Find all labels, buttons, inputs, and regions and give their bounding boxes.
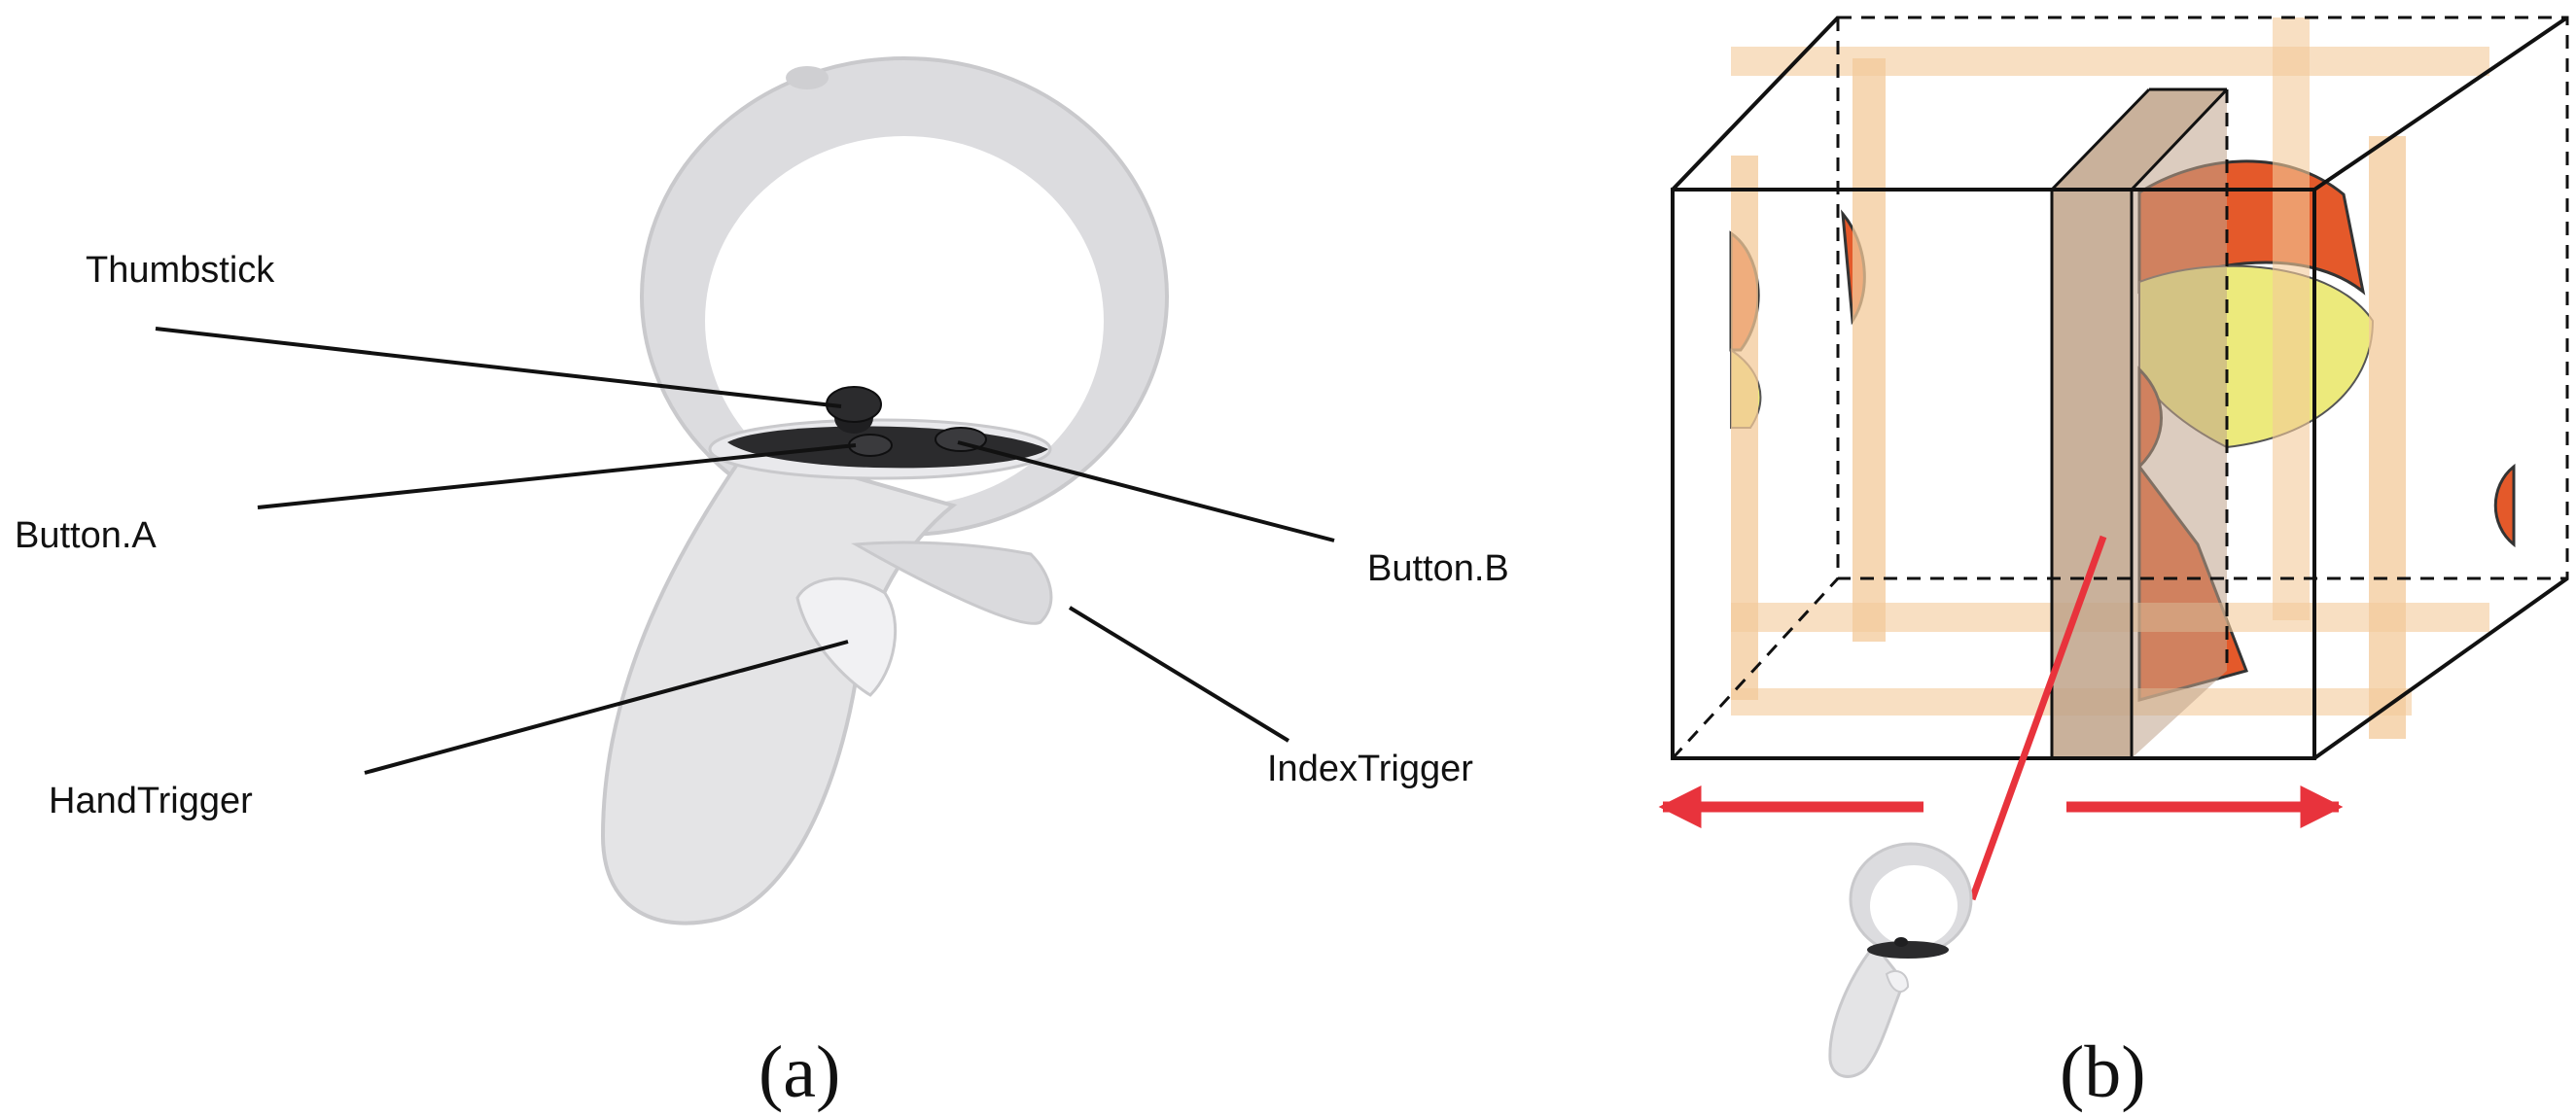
hand-trigger-label: HandTrigger: [49, 781, 253, 821]
button-a-leader-line: [257, 443, 857, 509]
pointer-ray: [1968, 535, 2107, 901]
button-b-label: Button.B: [1367, 548, 1509, 589]
thumbstick-label: Thumbstick: [86, 250, 275, 291]
button-b-leader-line: [957, 440, 1335, 542]
panel-b-caption: (b): [2060, 1031, 2146, 1113]
hand-trigger-leader-line: [364, 640, 849, 775]
cube-wireframe: [1671, 16, 2569, 760]
thumbstick-leader-line: [155, 327, 842, 408]
panel-b: (b): [1658, 16, 2569, 1113]
slice-slabs: [1731, 17, 2489, 758]
index-trigger-label: IndexTrigger: [1267, 749, 1473, 789]
small-vr-controller: [1828, 842, 1973, 1078]
vr-controller-illustration: [600, 56, 1169, 925]
button-a-label: Button.A: [15, 515, 157, 556]
index-trigger-leader-line: [1068, 606, 1290, 743]
panel-a-caption: (a): [759, 1031, 840, 1113]
panel-a: Thumbstick Button.A Button.B HandTrigger…: [15, 56, 1509, 1113]
